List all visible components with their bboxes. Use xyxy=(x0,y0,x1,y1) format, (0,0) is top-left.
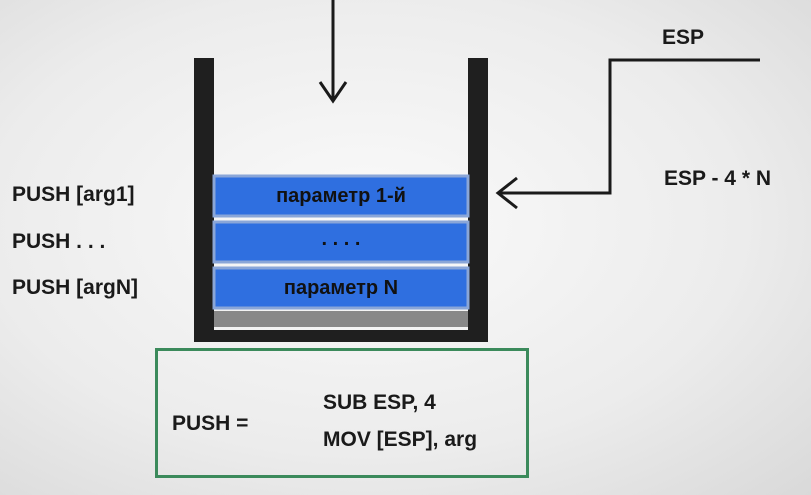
esp-pointer-arrow xyxy=(495,58,760,210)
esp-formula: ESP - 4 * N xyxy=(664,167,771,190)
stack-block-first-label: параметр 1-й xyxy=(276,185,406,207)
push-line-arg1: PUSH [arg1] xyxy=(12,183,135,206)
stack-block-last-label: параметр N xyxy=(283,277,399,299)
stack-bottom-bar xyxy=(214,311,468,327)
equation-lhs: PUSH = xyxy=(172,412,249,435)
stack-block-middle-label: . . . . xyxy=(321,228,361,250)
push-down-arrow xyxy=(318,0,348,104)
stack-block-first xyxy=(212,174,470,218)
stack-block-last xyxy=(212,266,470,310)
stack-container xyxy=(194,58,488,342)
push-line-ellipsis: PUSH . . . xyxy=(12,230,106,253)
push-equivalence-box xyxy=(155,348,529,478)
equation-mov-line: MOV [ESP], arg xyxy=(323,428,478,451)
push-line-argN: PUSH [argN] xyxy=(12,276,139,299)
stack-block-middle xyxy=(212,220,470,264)
esp-label: ESP xyxy=(662,26,705,49)
equation-sub-line: SUB ESP, 4 xyxy=(323,391,436,414)
